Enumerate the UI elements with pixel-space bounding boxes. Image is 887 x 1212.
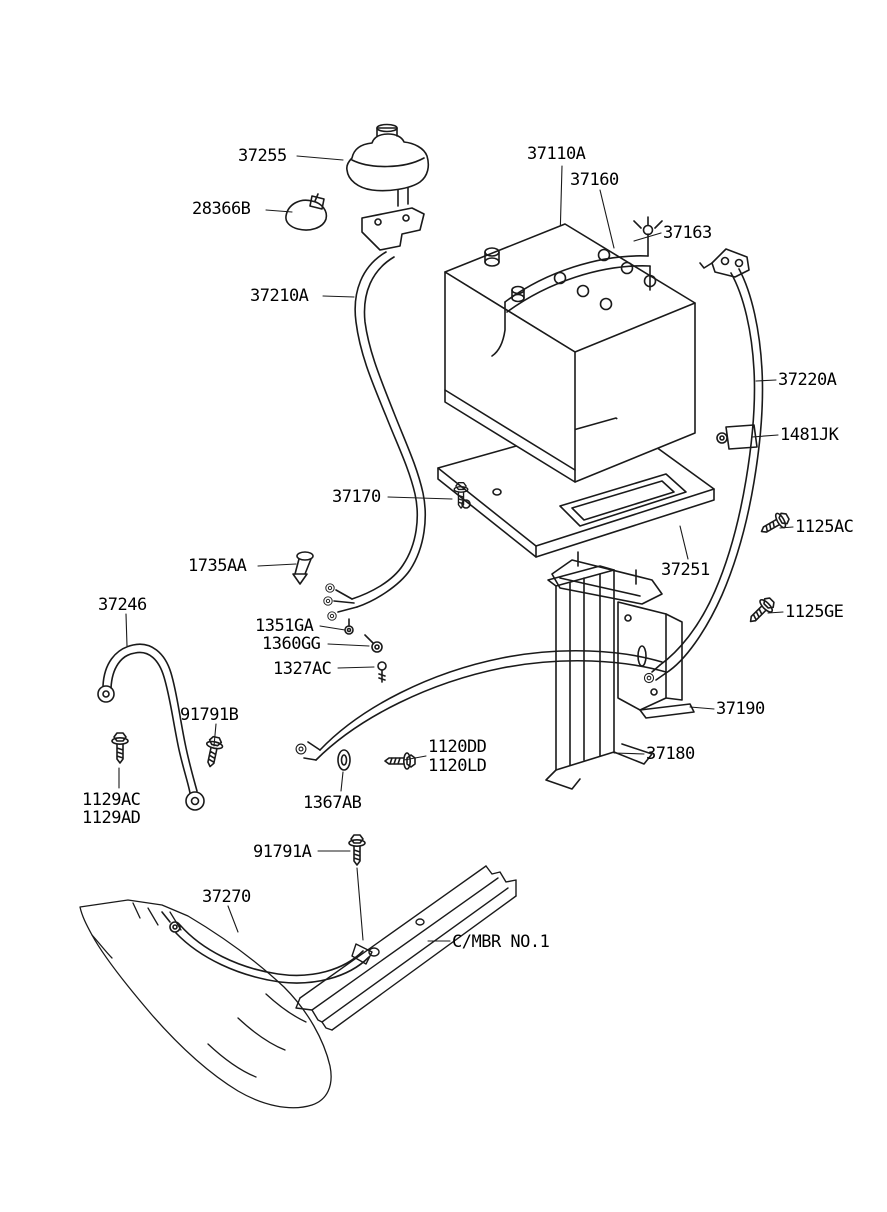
part-label-1120dd: 1120DD — [428, 737, 487, 757]
part-label-37190: 37190 — [716, 699, 765, 719]
part-label-37251: 37251 — [661, 560, 710, 580]
part-label-91791b: 91791B — [180, 705, 239, 725]
part-label-1129ad: 1129AD — [82, 808, 141, 828]
crossmember-rail — [295, 865, 517, 1031]
cable-bracket — [361, 207, 425, 251]
part-label-91791a: 91791A — [253, 842, 312, 862]
part-label-1327ac: 1327AC — [273, 659, 332, 679]
bolt-91791b — [201, 734, 225, 770]
clip-1735aa — [292, 551, 314, 585]
part-label-37246: 37246 — [98, 595, 147, 615]
part-label-37270: 37270 — [202, 887, 251, 907]
part-label-1120ld: 1120LD — [428, 756, 487, 776]
part-label-28366b: 28366B — [192, 199, 251, 219]
part-label-37180: 37180 — [646, 744, 695, 764]
bolt-1125ge — [744, 593, 779, 628]
bolt-1129ac — [111, 732, 129, 764]
grommet-1367ab — [337, 749, 351, 771]
battery-holder-37160 — [491, 233, 651, 357]
holddown-plate — [551, 551, 663, 605]
positive-battery-cable-37210a — [323, 251, 427, 621]
negative-battery-cable-37220a — [643, 248, 764, 684]
label-cmbr-no1: C/MBR NO.1 — [452, 932, 550, 952]
part-label-37110a: 37110A — [527, 144, 586, 164]
part-label-37210a: 37210A — [250, 286, 309, 306]
part-label-1125ac: 1125AC — [795, 517, 854, 537]
bolt-1125ac — [756, 508, 793, 540]
bolt-1120dd — [384, 752, 416, 770]
screw-1327ac — [377, 661, 387, 683]
terminal-1351ga — [344, 618, 354, 635]
battery-terminal — [484, 247, 500, 267]
body-panel-sketch — [79, 899, 332, 1109]
bolt-37170 — [453, 481, 469, 509]
part-label-1351ga: 1351GA — [255, 616, 314, 636]
part-label-37163: 37163 — [663, 223, 712, 243]
part-label-1125ge: 1125GE — [785, 602, 844, 622]
battery-37110a — [444, 223, 696, 483]
part-label-1481jk: 1481JK — [780, 425, 839, 445]
part-label-1367ab: 1367AB — [303, 793, 362, 813]
cable-37270 — [161, 911, 370, 984]
terminal-1360gg — [364, 634, 383, 653]
part-label-1129ac: 1129AC — [82, 790, 141, 810]
part-label-37170: 37170 — [332, 487, 381, 507]
hose-clamp-28366b — [285, 193, 328, 231]
cable-clamp-1481jk — [716, 424, 758, 450]
leader-lines — [118, 155, 794, 942]
part-label-37160: 37160 — [570, 170, 619, 190]
bracket-37180 — [545, 565, 653, 790]
bolt-91791a — [348, 834, 366, 941]
wing-bolt-37163 — [633, 216, 663, 236]
ground-strap-37246 — [97, 643, 205, 811]
part-label-1735aa: 1735AA — [188, 556, 247, 576]
starter-cable-run — [295, 649, 667, 761]
reservoir-37255 — [346, 123, 430, 207]
part-label-1360gg: 1360GG — [262, 634, 321, 654]
part-label-37255: 37255 — [238, 146, 287, 166]
part-label-37220a: 37220A — [778, 370, 837, 390]
